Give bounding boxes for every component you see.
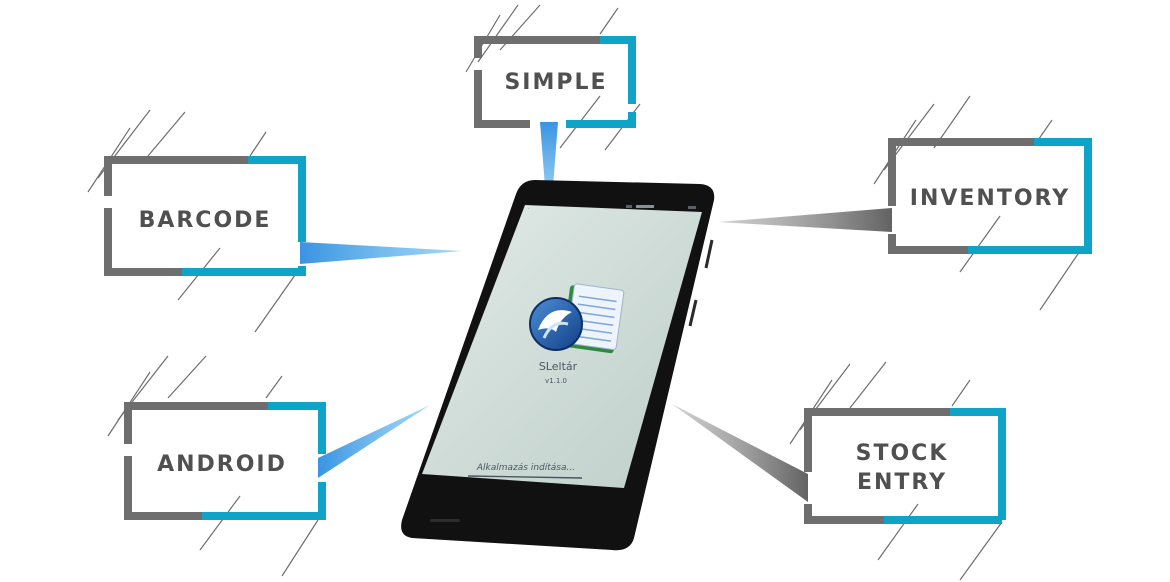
app-version: v1.1.0	[545, 377, 567, 385]
status-bar: ·	[528, 205, 696, 212]
battery-icon	[688, 206, 696, 209]
inventory-label-box: INVENTORY	[873, 95, 1092, 311]
android-label: ANDROID	[157, 452, 287, 477]
sleltar-app-logo-icon	[529, 283, 625, 354]
phone-power-button	[688, 299, 698, 327]
stock-entry-label-line1: STOCK	[856, 441, 949, 466]
status-time: ·	[528, 206, 530, 212]
phone: · SLeltár v1.1.0 Alkalmazás	[401, 180, 715, 551]
inventory-pointer	[718, 208, 892, 232]
simple-label: SIMPLE	[504, 70, 607, 95]
phone-side-button	[704, 239, 714, 269]
barcode-label-box: BARCODE	[87, 109, 306, 333]
stock-entry-label-line2: ENTRY	[857, 470, 947, 495]
simple-pointer	[540, 122, 558, 238]
stock-entry-label-box: STOCK ENTRY	[789, 361, 1006, 581]
barcode-pointer	[300, 242, 462, 264]
barcode-label: BARCODE	[139, 208, 272, 233]
phone-speaker	[430, 519, 460, 522]
loading-progress-bar	[467, 475, 583, 479]
android-pointer	[318, 405, 430, 478]
android-label-box: ANDROID	[107, 355, 326, 577]
wifi-icon	[636, 205, 654, 208]
app-name: SLeltár	[539, 360, 578, 373]
loading-text: Alkalmazás indítása...	[476, 463, 575, 473]
simple-label-box: SIMPLE	[465, 4, 641, 151]
stock-entry-pointer	[672, 404, 808, 502]
inventory-label: INVENTORY	[910, 186, 1070, 211]
signal-icon	[626, 205, 632, 208]
